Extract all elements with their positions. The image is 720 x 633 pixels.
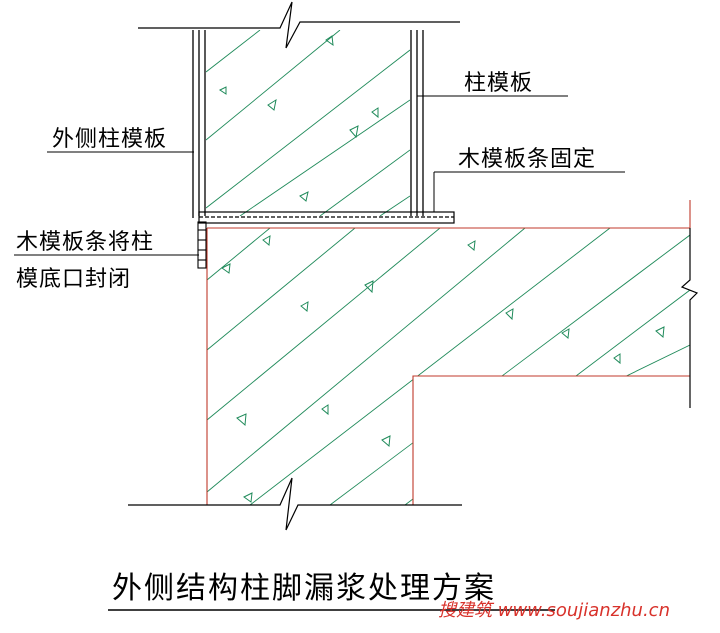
leader-lines [14,95,625,256]
right-break-line [680,228,699,408]
label-column-formwork: 柱模板 [464,71,533,96]
label-timber-strip-seal-line1: 木模板条将柱 [16,230,154,255]
top-break-line [138,1,460,49]
bottom-break-line [128,477,462,531]
column-formwork-lines [192,30,424,218]
concrete-column [138,1,460,224]
column-aggregate [219,35,379,202]
slab-outline [206,200,691,505]
watermark: 搜建筑 www.soujianzhu.cn [438,600,670,621]
label-timber-strip-fixed: 木模板条固定 [458,147,596,172]
label-timber-strip-seal-line2: 模底口封闭 [16,267,131,292]
concrete-slab [128,200,699,531]
drawing-title: 外侧结构柱脚漏浆处理方案 [112,571,496,606]
timber-strip-vertical [197,221,207,269]
timber-strip-horizontal [198,211,455,224]
label-outer-column-formwork: 外侧柱模板 [52,127,167,152]
slab-aggregate [221,235,665,503]
column-hatch [206,30,410,216]
slab-hatch [207,228,690,505]
